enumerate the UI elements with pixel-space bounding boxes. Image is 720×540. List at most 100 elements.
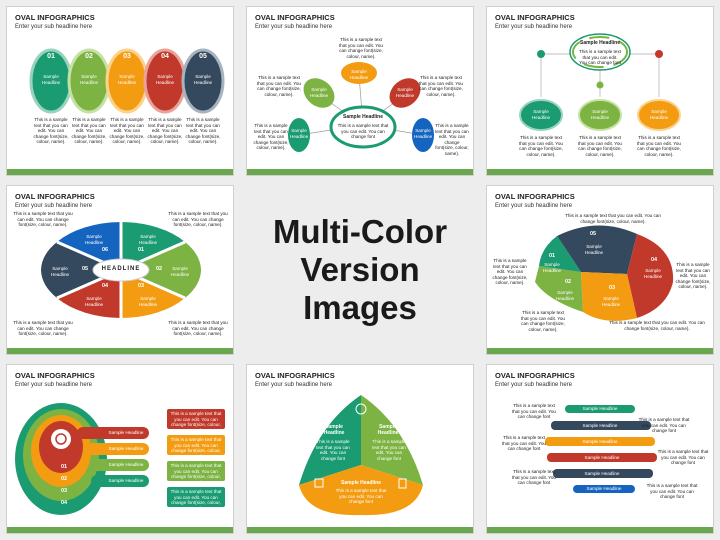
body-text: This is a sample text that you can edit.… [657,449,709,466]
slide-subtitle: Enter your sub headline here [255,24,333,30]
bar-headline: Sample Headline [108,446,144,451]
segment-headline: Sample Headline [584,244,604,255]
center-title-line2: Version Images [300,251,420,326]
oval-headline: Sample Headline [117,74,137,85]
body-text: This is a sample text that you can edit.… [565,213,661,224]
oval-headline: Sample Headline [309,87,329,98]
center-headline: HEADLINE [101,266,141,272]
oval-headline: Sample Headline [349,69,369,80]
body-text: This is a sample text that you can edit.… [512,403,556,420]
slice-headline: Sample Headline [584,471,620,476]
segment-number: 05 [589,231,597,237]
oval-number: 05 [199,53,207,60]
bar-headline: Sample Headline [108,478,144,483]
slide-thumbnail-4[interactable]: OVAL INFOGRAPHICS Enter your sub headlin… [6,185,234,355]
ring-number: 03 [60,488,68,494]
ring-number: 01 [60,464,68,470]
body-text: This is a sample text that you can edit.… [339,37,383,59]
segment-headline: Sample Headline [84,234,104,245]
slide-title: OVAL INFOGRAPHICS [255,371,335,380]
slide-thumbnail-5[interactable]: OVAL INFOGRAPHICS Enter your sub headlin… [486,185,714,355]
concentric-ovals-graphic [15,403,225,515]
box-text: This is a sample text that you can edit.… [170,489,222,511]
slide-title: OVAL INFOGRAPHICS [15,13,95,22]
body-text: This is a sample text that you can edit.… [512,469,556,486]
box-text: This is a sample text that you can edit.… [170,463,222,485]
slide-thumbnail-6[interactable]: OVAL INFOGRAPHICS Enter your sub headlin… [6,364,234,534]
slide-subtitle: Enter your sub headline here [15,24,93,30]
accent-bar [487,348,713,354]
hub-and-spoke-graphic [288,62,434,152]
slide-thumbnail-1[interactable]: OVAL INFOGRAPHICS Enter your sub headlin… [6,6,234,176]
segment-number: 01 [548,253,556,259]
slice-headline: Sample Headline [582,439,618,444]
slice-headline: Sample Headline [586,486,622,491]
slide-title: OVAL INFOGRAPHICS [15,192,95,201]
oval-headline: Sample Headline [155,74,175,85]
slice-headline: Sample Headline [582,423,618,428]
oval-number: 03 [123,53,131,60]
segment-headline: Sample Headline [555,290,575,301]
slide-subtitle: Enter your sub headline here [15,203,93,209]
box-text: This is a sample text that you can edit.… [170,411,222,433]
slide-subtitle: Enter your sub headline here [255,382,333,388]
segment-number: 04 [101,283,109,289]
segment-number: 06 [101,247,109,253]
accent-bar [487,169,713,175]
segment-headline: Sample Headline [138,234,158,245]
top-headline: Sample Headline [579,40,620,46]
body-text: This is a sample text that you can edit.… [609,320,705,331]
body-text: This is a sample text that you can edit.… [147,117,183,145]
body-text: This is a sample text that you can edit.… [13,211,73,228]
segment-number: 02 [564,279,572,285]
segment-headline: Sample Headline [323,424,345,436]
segment-headline: Sample Headline [138,296,158,307]
segmented-oval-graphic [41,222,201,318]
bar-headline: Sample Headline [108,430,144,435]
segment-text: This is a sample text that you can edit.… [316,439,350,461]
slide-title: OVAL INFOGRAPHICS [495,13,575,22]
oval-headline: Sample Headline [79,74,99,85]
accent-bar [7,169,233,175]
segment-text: This is a sample text that you can edit.… [372,439,406,461]
segment-text: This is a sample text that you can edit.… [335,488,387,505]
oval-headline: Sample Headline [649,109,669,120]
segment-headline: Sample Headline [50,266,70,277]
body-text: This is a sample text that you can edit.… [578,135,622,157]
segment-headline: Sample Headline [643,268,663,279]
body-text: This is a sample text that you can edit.… [419,75,463,97]
oval-number: 04 [161,53,169,60]
hub-headline: Sample Headline [342,114,383,120]
slide-subtitle: Enter your sub headline here [495,382,573,388]
slide-thumbnail-2[interactable]: OVAL INFOGRAPHICS Enter your sub headlin… [246,6,474,176]
hub-text: This is a sample text that you can edit.… [337,123,389,140]
oval-headline: Sample Headline [290,128,309,139]
body-text: This is a sample text that you can edit.… [637,135,681,157]
center-title: Multi-Color Version Images [246,185,474,355]
oval-number: 01 [47,53,55,60]
body-text: This is a sample text that you can edit.… [185,117,221,145]
slice-headline: Sample Headline [582,406,618,411]
slide-thumbnail-8[interactable]: OVAL INFOGRAPHICS Enter your sub headlin… [486,364,714,534]
segment-number: 03 [137,283,145,289]
segment-number: 05 [81,266,89,272]
segment-headline: Sample Headline [170,266,190,277]
accent-bar [247,527,473,533]
oval-headline: Sample Headline [41,74,61,85]
segment-headline: Sample Headline [542,262,562,273]
segment-headline: Sample Headline [84,296,104,307]
tree-ovals-graphic [519,33,681,131]
body-text: This is a sample text that you can edit.… [519,135,563,157]
slide-thumbnail-3[interactable]: OVAL INFOGRAPHICS Enter your sub headlin… [486,6,714,176]
oval-headline: Sample Headline [590,109,610,120]
slice-headline: Sample Headline [584,455,620,460]
bar-headline: Sample Headline [108,462,144,467]
slide-subtitle: Enter your sub headline here [495,203,573,209]
body-text: This is a sample text that you can edit.… [492,258,528,286]
slide-thumbnail-7[interactable]: OVAL INFOGRAPHICS Enter your sub headlin… [246,364,474,534]
slide-subtitle: Enter your sub headline here [15,382,93,388]
segment-headline: Sample Headline [377,424,399,436]
body-text: This is a sample text that you can edit.… [168,211,228,228]
triangle-oval-graphic [299,395,423,516]
accent-bar [7,348,233,354]
